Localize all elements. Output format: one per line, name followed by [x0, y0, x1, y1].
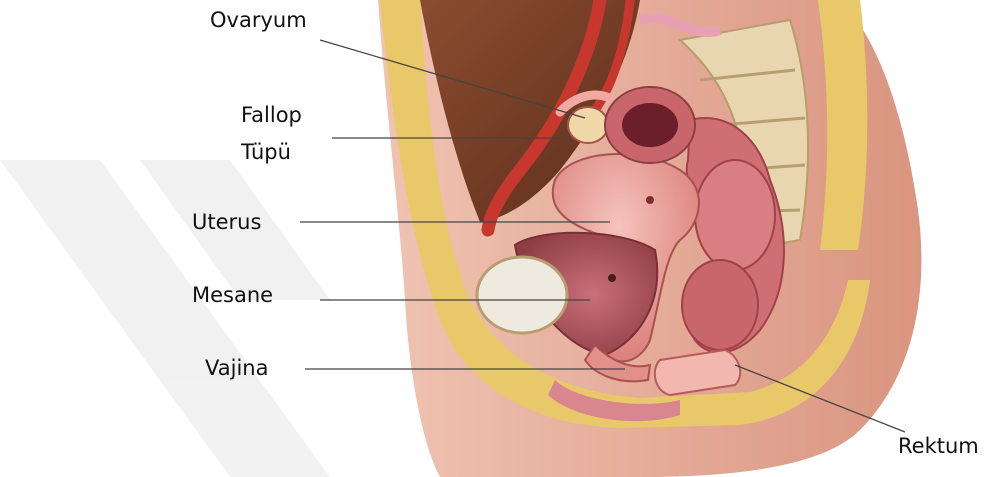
ovary [568, 107, 608, 143]
label-mesane: Mesane [192, 285, 273, 306]
label-fallop: Fallop [241, 105, 302, 126]
label-vajina: Vajina [205, 358, 268, 379]
label-rektum: Rektum [898, 436, 979, 457]
label-uterus: Uterus [192, 212, 261, 233]
label-tupu: Tüpü [241, 142, 291, 163]
label-ovaryum: Ovaryum [210, 10, 307, 31]
pubic-bone [477, 257, 567, 333]
watermark [0, 160, 330, 477]
sigmoid-cross-section [605, 87, 695, 163]
